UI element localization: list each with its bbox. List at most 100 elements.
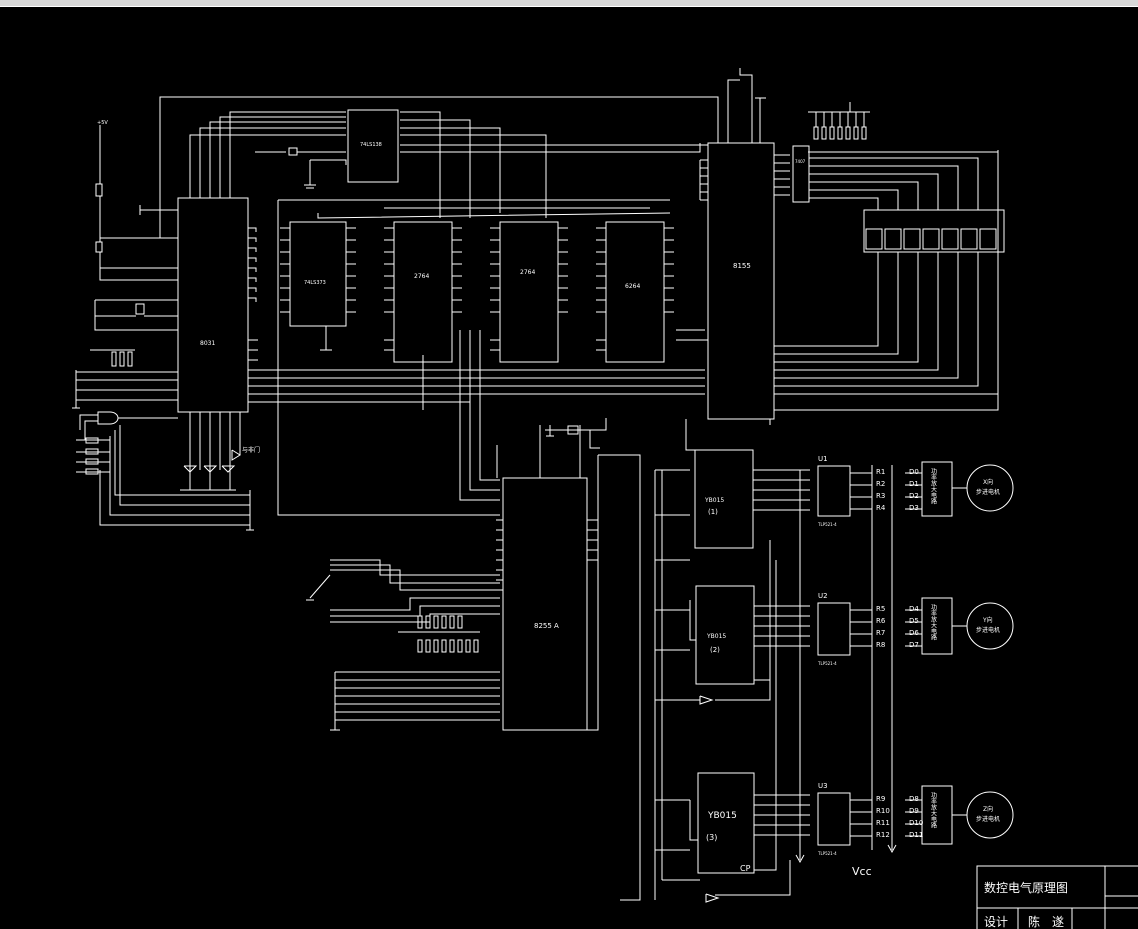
ppi-label: 8255 A [534,622,559,630]
motor-x-name: 步进电机 [976,488,1000,496]
d3-label: D3 [909,504,919,512]
d0-label: D0 [909,468,919,476]
title-block: 数控电气原理图 设计 陈 遂 [976,865,1138,929]
memory-pin-stubs [280,227,705,351]
vcc-label: Vcc [852,865,872,878]
design-label: 设计 [984,915,1008,929]
amp1-label: 功率放大电路 [930,467,937,505]
amp3-label: 功率放大电路 [930,791,937,829]
motor-y-name: 步进电机 [976,626,1000,634]
amp2-label: 功率放大电路 [930,603,937,641]
keypad-network [72,349,254,531]
latch-label: 74LS373 [304,280,326,286]
d2-label: D2 [909,492,919,500]
d4-label: D4 [909,605,919,613]
motor-x-axis: X向 [983,478,993,486]
decoder-74ls138-chip: 74LS138 [347,109,399,183]
power-amp-y: 功率放大电路 [921,597,953,655]
d8-label: D8 [909,795,919,803]
gate-label: 与非门 [242,446,260,454]
eprom2-label: 2764 [520,269,535,276]
r2-label: R2 [876,480,885,488]
tlp2-label: TLP521-4 [817,661,837,666]
d5-label: D5 [909,617,919,625]
d7-label: D7 [909,641,919,649]
indicator-diodes [180,412,241,491]
stepper-motor-z: Z向 步进电机 [966,791,1014,839]
motor-z-name: 步进电机 [976,815,1000,823]
latch-ground [320,326,332,351]
eprom2-2764-chip: 2764 [499,221,559,363]
yb015-1-chip: YB015 (1) [694,449,754,549]
yb015-1-index: (1) [708,508,718,516]
r11-label: R11 [876,819,890,827]
u1-label: U1 [818,455,828,463]
resistor-labels: R1 R2 R3 R4 R5 R6 R7 R8 R9 R10 R11 R12 [876,468,890,839]
display-resistor-pack [808,102,979,210]
yb015-2-chip: YB015 (2) [695,585,755,685]
d11-label: D11 [909,831,923,839]
cp-label: CP [740,864,751,873]
r4-label: R4 [876,504,886,512]
ppi-resistor-pack [417,615,479,653]
d9-label: D9 [909,807,919,815]
opto-u1: U1 TLP521-4 [817,455,851,527]
u2-label: U2 [818,592,828,600]
r8-label: R8 [876,641,885,649]
decoder-label: 74LS138 [360,142,382,148]
ram-label: 6264 [625,283,640,290]
decoder-input-wires [255,147,347,189]
yb015-3-chip: YB015 (3) CP [697,772,755,874]
stepper-motor-x: X向 步进电机 [966,464,1014,512]
tlp1-label: TLP521-4 [817,522,837,527]
motor-y-axis: Y向 [982,616,993,624]
d1-label: D1 [909,480,919,488]
top-bus-wires [159,68,766,238]
r5-label: R5 [876,605,885,613]
ppi-8255a-chip: 8255 A [502,477,588,731]
r12-label: R12 [876,831,890,839]
motor-z-axis: Z向 [983,805,993,813]
r3-label: R3 [876,492,885,500]
r1-label: R1 [876,468,885,476]
r10-label: R10 [876,807,890,815]
cpu-8031-chip: 8031 [177,197,249,413]
r6-label: R6 [876,617,886,625]
opto-u3: U3 TLP521-4 [817,782,851,856]
yb015-2-label: YB015 [706,633,726,640]
io-label: 8155 [733,262,751,270]
title-text: 数控电气原理图 [984,880,1068,895]
yb015-2-index: (2) [710,646,720,654]
d6-label: D6 [909,629,919,637]
yb015-3-index: (3) [706,833,717,842]
driver-7407-chip: 7407 [792,145,810,203]
opto-to-driver-wires [850,465,967,854]
power-amp-z: 功率放大电路 [921,785,953,845]
designer-2: 遂 [1052,915,1064,929]
seven-segment-display [863,209,1005,253]
r7-label: R7 [876,629,885,637]
eprom1-2764-chip: 2764 [393,221,453,363]
ram-6264-chip: 6264 [605,221,665,363]
cpu-label: 8031 [200,340,215,347]
opto-u2: U2 TLP521-4 [817,592,851,666]
buffer-gates [699,695,720,903]
io-8155-wires [685,150,999,425]
yb015-1-label: YB015 [704,497,724,504]
r9-label: R9 [876,795,885,803]
latch-74ls373-chip: 74LS373 [289,221,347,327]
d10-label: D10 [909,819,923,827]
reset-circuit [94,125,178,331]
window-top-bar [0,0,1138,7]
tlp3-label: TLP521-4 [817,851,837,856]
stepper-motor-y: Y向 步进电机 [966,602,1014,650]
power-amp-x: 功率放大电路 [921,461,953,517]
ic-to-opto-wires [753,469,810,871]
io-8155-chip: 8155 [707,142,775,420]
designer-1: 陈 [1028,914,1040,929]
address-bus [248,199,705,516]
yb015-3-label: YB015 [707,811,737,821]
u3-label: U3 [818,782,828,790]
vcc-top-label: +5V [97,120,108,126]
